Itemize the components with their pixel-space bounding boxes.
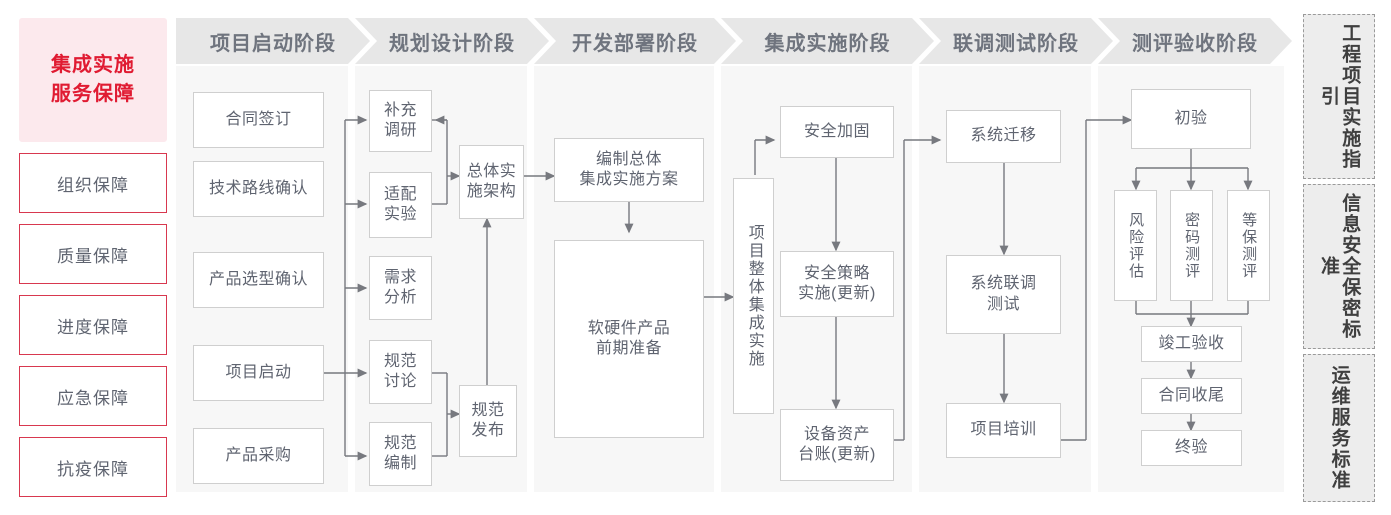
- node-asset-ledger-update[interactable]: 设备资产台账(更新): [780, 409, 894, 481]
- node-label: 风险评估: [1127, 211, 1145, 280]
- guarantee-label: 进度保障: [57, 317, 129, 337]
- standard-label: 信息安全保密标准: [1318, 193, 1361, 340]
- node-label: 产品采购: [225, 446, 292, 464]
- node-label: 产品选型确认: [208, 270, 308, 288]
- node-label: 竣工验收: [1158, 334, 1225, 352]
- node-system-migration[interactable]: 系统迁移: [946, 110, 1061, 163]
- node-label: 设备资产台账(更新): [798, 425, 876, 463]
- standard-box-ops-service[interactable]: 运维服务标准: [1303, 354, 1375, 502]
- node-label: 系统迁移: [970, 127, 1037, 145]
- phase-header-p3: 开发部署阶段: [534, 18, 736, 64]
- node-overall-project-integration[interactable]: 项目整体集成实施: [733, 178, 774, 414]
- standard-label: 运维服务标准: [1328, 365, 1350, 491]
- node-mlps-evaluation[interactable]: 等保测评: [1227, 190, 1270, 301]
- node-contract-signing[interactable]: 合同签订: [193, 92, 324, 148]
- node-label: 终验: [1174, 438, 1208, 456]
- node-label: 等保测评: [1240, 211, 1258, 280]
- guarantee-item-0[interactable]: 组织保障: [19, 153, 167, 213]
- guarantee-label: 质量保障: [57, 246, 129, 266]
- phase-header-label: 测评验收阶段: [1132, 32, 1258, 55]
- node-label: 补充调研: [383, 101, 417, 139]
- node-label: 初验: [1174, 109, 1208, 127]
- node-cryptography-evaluation[interactable]: 密码测评: [1170, 190, 1213, 301]
- node-label: 技术路线确认: [208, 179, 308, 197]
- node-label: 安全加固: [803, 122, 870, 140]
- node-risk-assessment[interactable]: 风险评估: [1114, 190, 1157, 301]
- lead-title-line2: 服务保障: [51, 83, 135, 105]
- node-hardware-software-preparation[interactable]: 软硬件产品前期准备: [554, 240, 704, 438]
- phase-header-label: 项目启动阶段: [210, 32, 336, 55]
- node-final-acceptance[interactable]: 终验: [1141, 430, 1242, 466]
- node-spec-drafting[interactable]: 规范编制: [369, 422, 432, 486]
- node-product-selection-confirm[interactable]: 产品选型确认: [193, 252, 324, 308]
- phase-header-label: 集成实施阶段: [764, 32, 891, 55]
- lead-title-box: 集成实施 服务保障: [19, 18, 167, 142]
- guarantee-item-1[interactable]: 质量保障: [19, 224, 167, 284]
- node-label: 项目启动: [225, 363, 292, 381]
- node-security-policy-implementation[interactable]: 安全策略实施(更新): [780, 251, 894, 317]
- phase-header-p6: 测评验收阶段: [1098, 18, 1292, 64]
- node-product-procurement[interactable]: 产品采购: [193, 428, 324, 484]
- node-label: 项目培训: [970, 421, 1037, 439]
- guarantee-label: 应急保障: [57, 388, 129, 408]
- phase-header-p4: 集成实施阶段: [721, 18, 934, 64]
- standard-box-engineering-guideline[interactable]: 工程项目实施指引: [1303, 14, 1375, 179]
- node-label: 规范讨论: [383, 352, 417, 390]
- node-label: 合同收尾: [1158, 386, 1225, 404]
- node-system-joint-debug-test[interactable]: 系统联调测试: [946, 255, 1061, 334]
- node-security-hardening[interactable]: 安全加固: [780, 106, 894, 158]
- node-label: 项目整体集成实施: [745, 224, 763, 368]
- node-preliminary-acceptance[interactable]: 初验: [1131, 89, 1251, 149]
- phase-header-p1: 项目启动阶段: [176, 18, 370, 64]
- node-tech-route-confirm[interactable]: 技术路线确认: [193, 161, 324, 217]
- node-spec-discussion[interactable]: 规范讨论: [369, 340, 432, 404]
- phase-header-label: 联调测试阶段: [953, 32, 1079, 55]
- lead-title-line1: 集成实施: [51, 54, 135, 76]
- guarantee-item-4[interactable]: 抗疫保障: [19, 437, 167, 497]
- node-project-kickoff[interactable]: 项目启动: [193, 345, 324, 401]
- node-label: 规范发布: [471, 401, 505, 439]
- node-label: 安全策略实施(更新): [798, 264, 876, 302]
- guarantee-item-2[interactable]: 进度保障: [19, 295, 167, 355]
- node-label: 适配实验: [383, 185, 417, 223]
- node-contract-closure[interactable]: 合同收尾: [1141, 378, 1242, 414]
- phase-header-p5: 联调测试阶段: [919, 18, 1113, 64]
- node-label: 总体实施架构: [466, 162, 517, 200]
- node-label: 密码测评: [1183, 211, 1201, 280]
- node-label: 规范编制: [383, 434, 417, 472]
- node-label: 软硬件产品前期准备: [587, 319, 671, 357]
- standard-box-infosec-confidentiality[interactable]: 信息安全保密标准: [1303, 184, 1375, 349]
- node-project-training[interactable]: 项目培训: [946, 403, 1061, 458]
- standard-label: 工程项目实施指引: [1318, 23, 1361, 170]
- node-label: 需求分析: [383, 268, 417, 306]
- phase-header-label: 开发部署阶段: [572, 32, 698, 55]
- guarantee-label: 组织保障: [57, 175, 129, 195]
- node-requirement-analysis[interactable]: 需求分析: [369, 256, 432, 320]
- node-label: 系统联调测试: [970, 275, 1037, 313]
- node-overall-integration-plan[interactable]: 编制总体集成实施方案: [554, 138, 704, 202]
- guarantee-label: 抗疫保障: [57, 459, 129, 479]
- node-supplementary-research[interactable]: 补充调研: [369, 90, 432, 152]
- node-overall-implementation-architecture[interactable]: 总体实施架构: [459, 145, 524, 219]
- node-label: 编制总体集成实施方案: [579, 150, 679, 188]
- phase-header-p2: 规划设计阶段: [355, 18, 549, 64]
- guarantee-item-3[interactable]: 应急保障: [19, 366, 167, 426]
- node-completion-acceptance[interactable]: 竣工验收: [1141, 326, 1242, 362]
- node-spec-release[interactable]: 规范发布: [459, 385, 517, 457]
- phase-header-label: 规划设计阶段: [389, 32, 515, 55]
- node-adaptation-experiment[interactable]: 适配实验: [369, 172, 432, 238]
- node-label: 合同签订: [225, 110, 292, 128]
